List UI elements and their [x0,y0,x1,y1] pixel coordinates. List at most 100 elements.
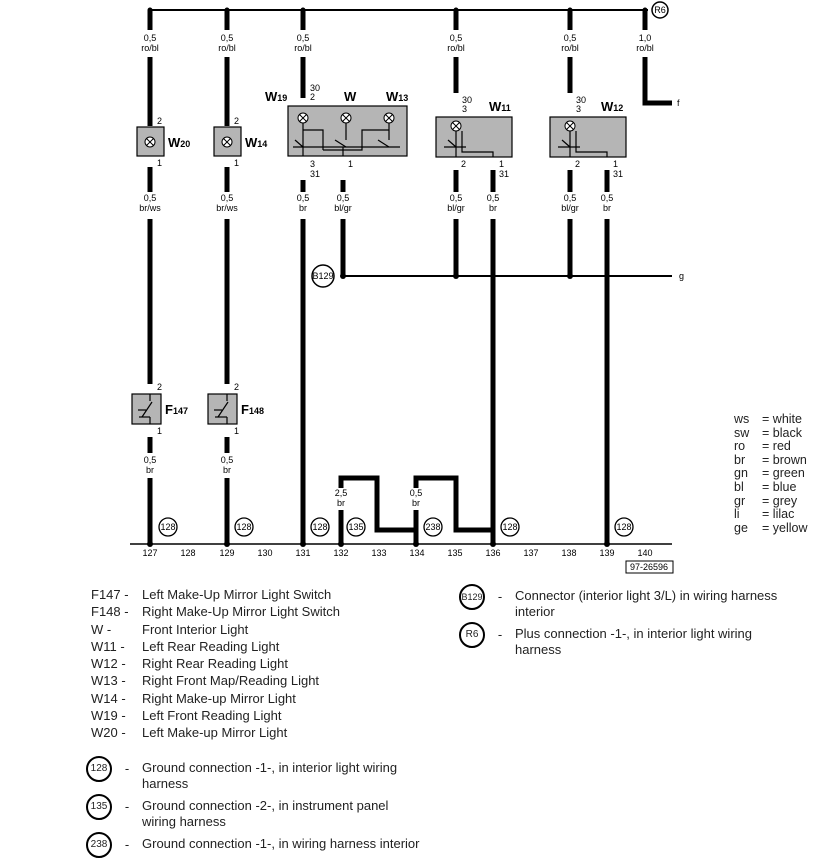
ground-128-label: 128 [616,522,631,532]
legend-dash: - [497,589,503,604]
ground-row: 135 - Ground connection -2-, in instrume… [86,794,422,830]
wire-size-label: 2,5 [335,488,348,498]
connector-text: Plus connection -1-, in interior light w… [515,626,752,657]
wire-size-label: 0,5 [450,193,463,203]
connector-row: B129 - Connector (interior light 3/L) in… [459,584,795,620]
ground-text: Ground connection -2-, in instrument pan… [142,798,389,829]
top-bus: R6 [147,1,669,19]
color-row: ro= red [734,440,808,454]
rail-number: 130 [257,548,272,558]
wire-labels-mid: 0,5 br/ws 0,5 br/ws 0,5 br 0,5 bl/gr 0,5… [139,193,613,213]
wire-size-label: 0,5 [221,193,234,203]
wire-size-label: 0,5 [564,33,577,43]
terminal-g-label: g [679,271,684,281]
pin-label: 30 [576,95,586,105]
legend-row: W19 -Left Front Reading Light [91,707,340,724]
pin-label: 3 [462,104,467,114]
wire-size-label: 0,5 [144,33,157,43]
rail-number: 131 [295,548,310,558]
w-label: W [344,89,357,104]
color-name: black [772,425,802,440]
component-w14: 2 1 W14 [213,116,267,168]
color-eq: = [762,507,770,522]
color-code-legend: ws= white sw= black ro= red br= brown gn… [734,412,808,535]
connector-row: R6 - Plus connection -1-, in interior li… [459,622,795,658]
color-name: green [772,466,805,481]
pin-label: 1 [234,158,239,168]
wire-size-label: 0,5 [297,193,310,203]
wire-color-label: bl/gr [561,203,579,213]
wire-size-label: 0,5 [564,193,577,203]
rail-number: 132 [333,548,348,558]
wire-color-label: br [146,465,154,475]
component-front-interior-unit: 30 2 3 31 1 W19 W W13 [265,83,408,179]
legend-code: W13 - [91,673,126,689]
legend-text: Left Rear Reading Light [142,638,280,654]
wires [147,10,672,543]
ground-128-label: 128 [160,522,175,532]
w20-label: W20 [168,135,190,150]
ground-row: 238 - Ground connection -1-, in wiring h… [86,832,422,858]
color-abbr: gr [734,493,746,508]
ground-circle-icon: 238 [86,832,112,858]
rail-number: 129 [219,548,234,558]
wire-color-label: bl/gr [447,203,465,213]
legend-code: W14 - [91,690,126,706]
w13-label: W13 [386,89,408,104]
wire-size-label: 0,5 [144,193,157,203]
pin-label: 3 [576,104,581,114]
pin-label: 2 [310,92,315,102]
w12-label: W12 [601,99,623,114]
legend-code: W11 - [91,638,125,654]
legend-code: W12 - [91,656,126,672]
wire-size-label: 0,5 [221,455,234,465]
legend-text: Right Make-up Mirror Light [142,690,296,706]
pin-label: 2 [461,159,466,169]
component-w11: 30 3 2 1 31 W11 [435,95,513,179]
pin-label: 31 [499,169,509,179]
rail-number: 139 [599,548,614,558]
rail-number: 138 [561,548,576,558]
color-name: lilac [772,507,795,522]
wire-color-label: ro/bl [294,43,312,53]
legend-code: W19 - [91,708,126,724]
legend-dash: - [124,761,130,776]
color-row: gn= green [734,467,808,481]
color-eq: = [762,412,770,426]
rail-number: 137 [523,548,538,558]
color-name: red [772,439,791,454]
wire-size-label: 0,5 [487,193,500,203]
legend-row: F147 -Left Make-Up Mirror Light Switch [91,586,340,603]
color-eq: = [762,439,770,454]
ground-circle-icon: 135 [86,794,112,820]
wire-color-label: br/ws [216,203,238,213]
pin-label: 1 [157,426,162,436]
w14-label: W14 [245,135,267,150]
wire-size-label: 0,5 [337,193,350,203]
rail-number: 140 [637,548,652,558]
rail-number: 136 [485,548,500,558]
wire-labels-top: 0,5 ro/bl 0,5 ro/bl 0,5 ro/bl 0,5 ro/bl … [141,33,654,53]
legend-code: F148 - [91,604,129,620]
wire-color-label: br [299,203,307,213]
pin-label: 2 [157,382,162,392]
component-w20: 2 1 W20 [136,116,190,168]
legend-row: W11 - Left Rear Reading Light [91,638,340,655]
wire-size-label: 0,5 [221,33,234,43]
color-abbr: gn [734,466,748,481]
legend-dash: - [497,627,503,642]
color-abbr: sw [734,425,750,440]
legend-code: W - [91,621,112,637]
pin-label: 1 [157,158,162,168]
rail-number: 133 [371,548,386,558]
pin-label: 30 [310,83,320,93]
color-row: li= lilac [734,508,808,522]
rail-number: 134 [409,548,424,558]
color-row: bl= blue [734,480,808,495]
legend-text: Right Rear Reading Light [142,656,288,672]
document-id: 97-26596 [630,562,668,572]
legend-dash: - [124,799,130,814]
w19-label: W19 [265,89,287,104]
w11-label: W11 [489,99,511,114]
